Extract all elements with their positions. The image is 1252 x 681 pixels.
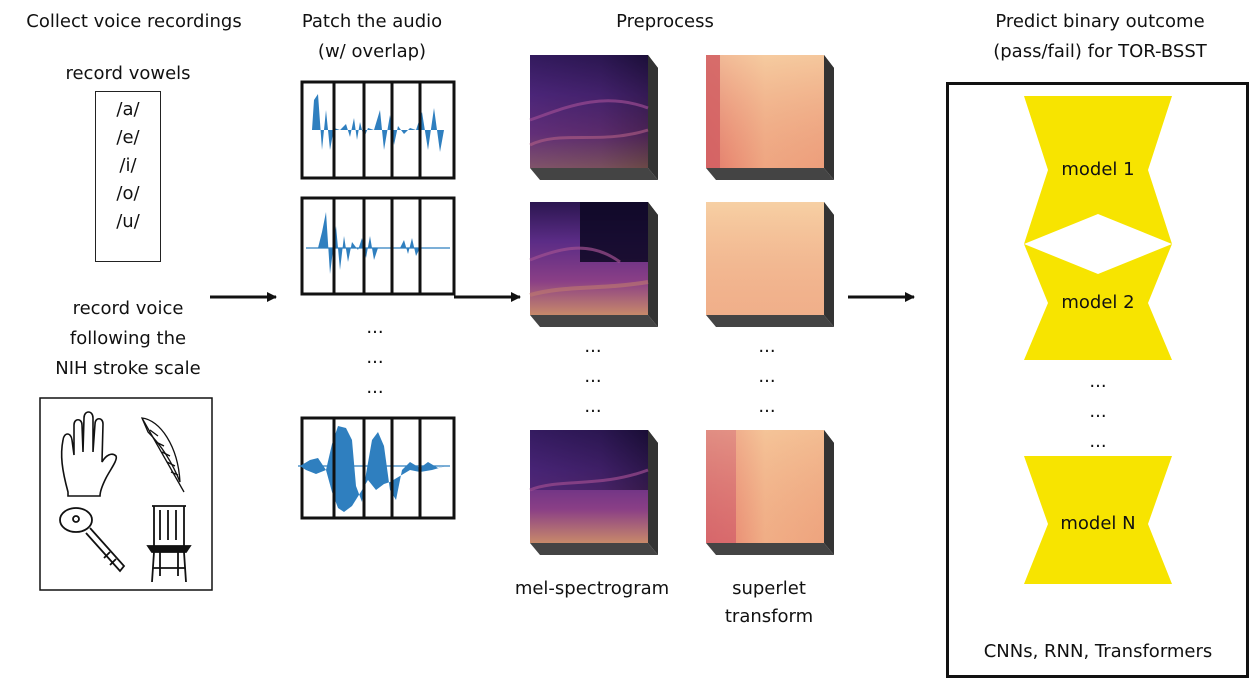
header-patch-line1: Patch the audio bbox=[301, 11, 443, 32]
models-box bbox=[946, 82, 1249, 678]
mel-spectrogram-3 bbox=[529, 430, 658, 555]
ellipsis: ... bbox=[366, 377, 384, 398]
ellipsis: ... bbox=[1089, 371, 1107, 392]
patch-panel-3 bbox=[298, 416, 456, 520]
record-voice-line3: NIH stroke scale bbox=[55, 358, 201, 379]
ellipsis: ... bbox=[1089, 401, 1107, 422]
waveform bbox=[318, 212, 420, 274]
nih-pictures-box bbox=[39, 397, 213, 591]
mel-spectrogram-2 bbox=[529, 202, 658, 327]
model-shape-n bbox=[1024, 456, 1172, 584]
vowel-item: /i/ bbox=[119, 155, 137, 176]
superlet-transform-2 bbox=[706, 202, 834, 327]
superlet-transform-3 bbox=[706, 430, 834, 555]
header-collect: Collect voice recordings bbox=[26, 11, 242, 32]
key-icon bbox=[59, 507, 126, 573]
superlet-label-line2: transform bbox=[724, 606, 814, 627]
superlet-label-line1: superlet bbox=[732, 578, 806, 599]
waveform bbox=[306, 94, 450, 152]
vowel-item: /a/ bbox=[116, 99, 140, 120]
superlet-transform-1 bbox=[706, 55, 834, 180]
patch-panel-1 bbox=[300, 80, 456, 180]
patch-panel-2 bbox=[300, 196, 456, 296]
vowels-box: /a/ /e/ /i/ /o/ /u/ bbox=[95, 91, 161, 262]
ellipsis: ... bbox=[584, 336, 602, 357]
ellipsis: ... bbox=[366, 347, 384, 368]
header-predict-line2: (pass/fail) for TOR-BSST bbox=[993, 41, 1207, 62]
vowel-item: /o/ bbox=[116, 183, 140, 204]
waveform bbox=[300, 426, 446, 512]
ellipsis: ... bbox=[366, 317, 384, 338]
ellipsis: ... bbox=[584, 366, 602, 387]
header-preprocess: Preprocess bbox=[616, 11, 714, 32]
ellipsis: ... bbox=[758, 336, 776, 357]
model-2-label: model 2 bbox=[1061, 292, 1135, 313]
model-n-label: model N bbox=[1060, 513, 1136, 534]
record-voice-line2: following the bbox=[69, 328, 187, 349]
model-shape-1 bbox=[1024, 96, 1172, 244]
record-vowels-label: record vowels bbox=[65, 63, 191, 84]
mel-spectrogram-1 bbox=[529, 55, 658, 180]
mel-spectrogram-label: mel-spectrogram bbox=[514, 578, 670, 599]
record-voice-line1: record voice bbox=[72, 298, 184, 319]
header-patch-line2: (w/ overlap) bbox=[317, 41, 427, 62]
model-shape-2 bbox=[1024, 244, 1172, 360]
vowel-item: /e/ bbox=[116, 127, 140, 148]
model-1-label: model 1 bbox=[1061, 159, 1135, 180]
model-separator bbox=[1024, 214, 1172, 274]
hand-icon bbox=[60, 411, 118, 497]
ellipsis: ... bbox=[758, 396, 776, 417]
ellipsis: ... bbox=[1089, 431, 1107, 452]
chair-icon bbox=[146, 505, 192, 583]
model-types-label: CNNs, RNN, Transformers bbox=[983, 641, 1213, 662]
ellipsis: ... bbox=[584, 396, 602, 417]
header-predict-line1: Predict binary outcome bbox=[995, 11, 1205, 32]
vowel-item: /u/ bbox=[116, 211, 140, 232]
feather-icon bbox=[140, 417, 185, 493]
ellipsis: ... bbox=[758, 366, 776, 387]
